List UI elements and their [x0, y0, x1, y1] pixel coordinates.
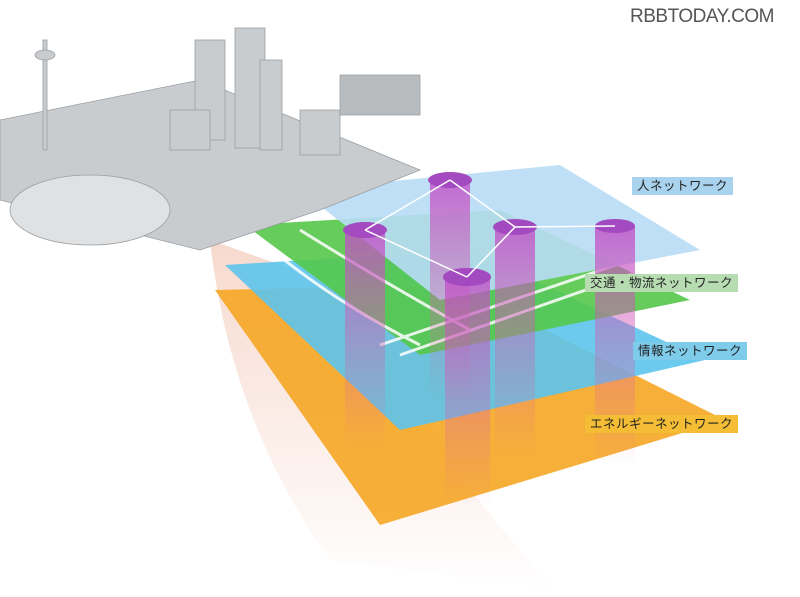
people-network-label: 人ネットワーク — [632, 177, 734, 195]
energy-network-label: エネルギーネットワーク — [585, 415, 739, 433]
watermark: RBBTODAY.COM — [630, 6, 774, 27]
people-links — [364, 179, 616, 278]
city-skyline — [0, 27, 422, 251]
information-network-label: 情報ネットワーク — [633, 342, 748, 360]
transport-logistics-network-label: 交通・物流ネットワーク — [585, 274, 739, 292]
